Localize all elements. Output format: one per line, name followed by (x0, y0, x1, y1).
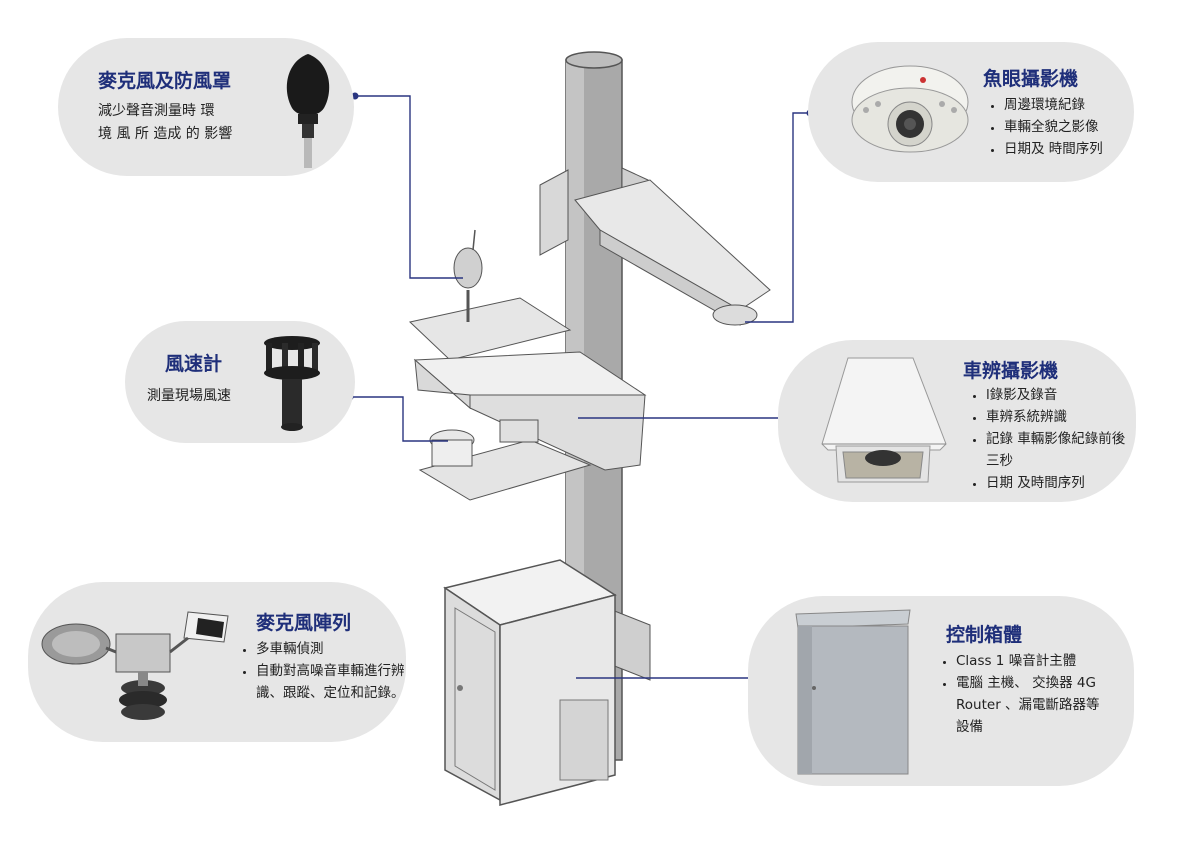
mic-array-bullets: 多車輛偵測 自動對高噪音車輛進行辨識、跟蹤、定位和記錄。 (240, 638, 406, 704)
control-box-title: 控制箱體 (946, 624, 1023, 646)
fisheye-camera-title: 魚眼攝影機 (983, 68, 1079, 90)
list-item: 電腦 主機、 交換器 4G Router 、漏電斷路器等 設備 (956, 672, 1114, 738)
list-item: 車輛全貌之影像 (1004, 116, 1144, 138)
windscreen-mic-image (286, 54, 330, 168)
mic-array-title: 麥克風陣列 (256, 612, 352, 634)
mic-array-callout: 麥克風陣列 多車輛偵測 自動對高噪音車輛進行辨識、跟蹤、定位和記錄。 (28, 582, 406, 742)
fisheye-camera-bullets: 周邊環境紀錄 車輛全貌之影像 日期及 時間序列 (988, 94, 1144, 160)
plate-camera-callout: 車辨攝影機 l錄影及錄音 車辨系統辨識 記錄 車輛影像紀錄前後三秒 日期 及時間… (778, 340, 1136, 502)
list-item: 日期及 時間序列 (1004, 138, 1144, 160)
list-item: 記錄 車輛影像紀錄前後三秒 (986, 428, 1126, 472)
mic-windscreen-callout: 麥克風及防風罩 減少聲音測量時 環 境 風 所 造成 的 影響 (58, 38, 354, 176)
list-item: Class 1 噪音計主體 (956, 650, 1114, 672)
plate-camera-image (821, 357, 947, 483)
fisheye-camera-image (851, 65, 969, 153)
mic-windscreen-title: 麥克風及防風罩 (98, 70, 232, 92)
list-item: 車辨系統辨識 (986, 406, 1126, 428)
list-item: 日期 及時間序列 (986, 472, 1126, 494)
list-item: 周邊環境紀錄 (1004, 94, 1144, 116)
anemometer-title: 風速計 (165, 353, 223, 375)
mic-array-image (41, 611, 229, 720)
anemometer-image (264, 336, 320, 431)
control-box-image (795, 609, 911, 775)
list-item: 多車輛偵測 (256, 638, 406, 660)
control-box-bullets: Class 1 噪音計主體 電腦 主機、 交換器 4G Router 、漏電斷路… (940, 650, 1114, 738)
plate-camera-bullets: l錄影及錄音 車辨系統辨識 記錄 車輛影像紀錄前後三秒 日期 及時間序列 (970, 384, 1126, 494)
anemometer-desc: 測量現場風速 (147, 388, 231, 404)
list-item: l錄影及錄音 (986, 384, 1126, 406)
control-box-callout: 控制箱體 Class 1 噪音計主體 電腦 主機、 交換器 4G Router … (748, 596, 1134, 786)
plate-camera-title: 車辨攝影機 (963, 360, 1059, 382)
fisheye-camera-callout: 魚眼攝影機 周邊環境紀錄 車輛全貌之影像 日期及 時間序列 (808, 42, 1134, 182)
list-item: 自動對高噪音車輛進行辨識、跟蹤、定位和記錄。 (256, 660, 406, 704)
mic-windscreen-desc: 減少聲音測量時 環 境 風 所 造成 的 影響 (98, 103, 233, 142)
anemometer-callout: 風速計 測量現場風速 (125, 321, 355, 443)
